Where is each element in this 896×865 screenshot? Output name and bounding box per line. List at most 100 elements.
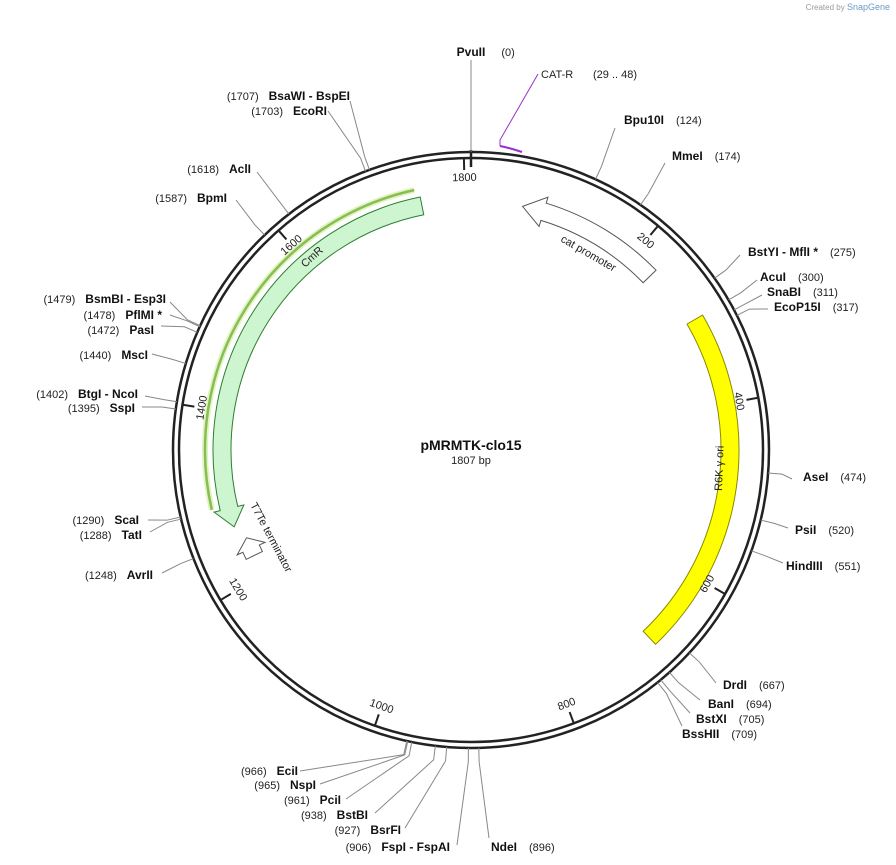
site-position: (317) [833,302,859,314]
site-fspi[interactable]: FspI - FspAI (906) [346,747,469,854]
site-ecori[interactable]: EcoRI(1703) [251,104,367,172]
site-position: (1472) [88,325,120,337]
site-leader-line [657,682,683,727]
site-leader-line [147,516,181,521]
site-name: NdeI [491,840,517,854]
site-name: BsrFI [370,823,401,837]
site-position: (896) [529,842,555,854]
site-position: (474) [840,472,866,484]
site-ecop15i[interactable]: EcoP15I(317) [736,300,859,316]
feature-arrow-cat-promoter[interactable] [521,196,657,284]
feature-label-t7te-terminator: T7Te terminator [247,501,294,575]
feature-arc-r6k-ori[interactable] [642,314,740,646]
site-name: BstXI [696,712,727,726]
site-position: (1288) [80,530,112,542]
tick-label: 1200 [226,576,249,603]
site-position: (965) [254,780,280,792]
site-ndei[interactable]: NdeI (896) [478,747,555,854]
site-name: PsiI [795,523,816,537]
site-leader-line [149,518,182,533]
site-leader-line [169,301,201,327]
site-bstbi[interactable]: BstBI(938) [301,745,436,822]
site-btgi[interactable]: BtgI - NcoI(1402) [36,387,178,403]
tick-mark [374,714,380,726]
feature-arrow-cmr[interactable] [212,196,425,528]
feature-arrow-t7te-terminator[interactable] [235,537,267,561]
site-bstyi[interactable]: BstYI - MflI * (275) [714,245,856,279]
site-position: (124) [676,115,702,127]
site-name: MmeI [672,149,703,163]
site-name: BsmBI - Esp3I [85,292,166,306]
site-nspi[interactable]: NspI(965) [254,741,409,792]
site-drdi[interactable]: DrdI(667) [689,652,785,692]
site-name: PciI [320,793,341,807]
site-scai[interactable]: ScaI(1290) [73,513,181,527]
tick-mark [568,711,575,723]
site-msci[interactable]: MscI(1440) [80,348,186,364]
site-acui[interactable]: AcuI(300) [728,270,824,301]
site-bsmbi[interactable]: BsmBI - Esp3I(1479) [44,292,201,327]
site-tati[interactable]: TatI(1288) [80,518,182,542]
site-position: (906) [346,842,372,854]
site-name: FspI - FspAI [381,840,450,854]
site-leader-line [478,747,490,839]
site-position: (275) [830,247,856,259]
site-position: (1395) [68,403,100,415]
site-leader-line [640,162,666,206]
snapgene-logo: SnapGene [846,2,890,12]
site-name: BstYI - MflI * [748,245,818,259]
site-leader-line [235,199,265,236]
site-position: (966) [241,766,267,778]
site-name: ScaI [114,513,139,527]
tick-label: 200 [634,231,656,252]
plasmid-name: pMRMTK-clo15 [420,437,521,453]
site-leader-line [768,472,793,480]
site-pcii[interactable]: PciI(961) [284,741,413,807]
site-leader-line [669,672,701,701]
site-name: PflMI * [125,308,162,322]
orf-highlight [202,187,415,511]
site-position: (174) [715,151,741,163]
site-name: BanI [708,697,734,711]
site-bpmi[interactable]: BpmI(1587) [155,191,265,236]
tick-mark [278,230,288,241]
site-pflmi[interactable]: PflMI *(1478) [84,308,200,328]
site-psii[interactable]: PsiI(520) [760,519,854,537]
site-name: MscI [121,348,148,362]
tick-mark [220,593,232,601]
site-name: EcoRI [293,104,327,118]
site-leader-line [151,353,186,364]
plasmid-size: 1807 bp [451,455,491,467]
site-position: (1587) [155,193,187,205]
site-position: (1618) [187,164,219,176]
primer-cat-r[interactable]: CAT-R (29 .. 48) [499,69,637,153]
site-bsawi[interactable]: BsaWI - BspEI(1707) [227,89,370,171]
site-ecii[interactable]: EciI (966) [241,740,408,778]
site-snabi[interactable]: SnaBI(311) [733,285,838,311]
site-bani[interactable]: BanI(694) [669,672,772,711]
site-leader-line [595,127,616,180]
site-bsshii[interactable]: BssHII(709) [657,682,758,741]
site-acli[interactable]: AclI (1618) [187,162,290,215]
site-asei[interactable]: AseI(474) [768,470,866,484]
tick-mark [714,587,725,595]
site-position: (300) [798,272,824,284]
site-name: EciI [277,764,298,778]
primer-range: (29 .. 48) [593,69,637,81]
site-bsrfi[interactable]: BsrFI(927) [335,746,448,837]
site-avrii[interactable]: AvrII(1248) [85,558,194,582]
site-name: AclI [229,162,251,176]
site-bstxi[interactable]: BstXI(705) [660,679,765,726]
site-pvuii[interactable]: PvuII(0) [457,45,515,152]
site-leader-line [760,519,789,529]
site-leader-line [404,746,448,829]
site-bpu10i[interactable]: Bpu10I(124) [595,113,702,180]
site-leader-line [327,110,367,172]
site-hindiii[interactable]: HindIII(551) [751,550,860,573]
site-sspi[interactable]: SspI(1395) [68,401,176,415]
tick-mark [183,403,195,408]
site-pasi[interactable]: PasI(1472) [88,323,198,337]
site-mmei[interactable]: MmeI (174) [640,149,741,206]
site-leader-line [456,747,469,846]
